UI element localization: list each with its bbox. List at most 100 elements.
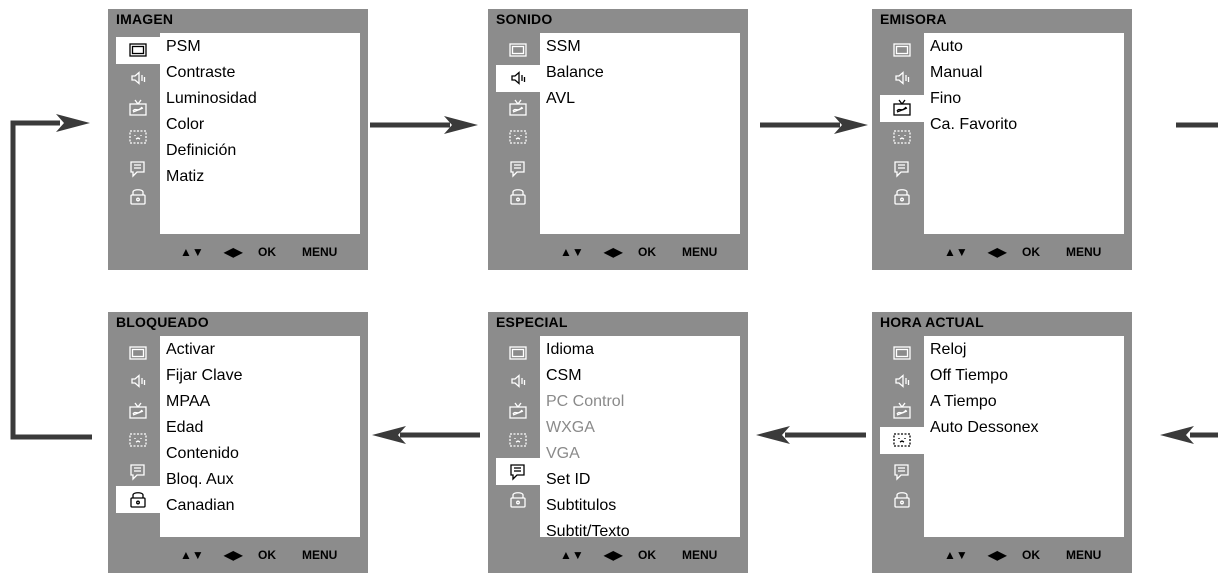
tab-lock[interactable] (116, 183, 160, 210)
tab-speaker[interactable] (880, 368, 924, 395)
tab-speaker[interactable] (116, 65, 160, 92)
tab-picture[interactable] (496, 340, 540, 367)
menu-item[interactable]: AVL (546, 90, 576, 107)
menu-item[interactable]: Subtitulos (546, 497, 617, 514)
tab-clock-screen[interactable] (116, 124, 160, 151)
menu-item[interactable]: Edad (166, 419, 204, 436)
tab-clock-screen[interactable] (116, 427, 160, 454)
menu-hint: MENU (682, 245, 718, 259)
menu-item[interactable]: Matiz (166, 168, 205, 185)
nav-leftright-hint: ◀▶ (988, 548, 1007, 562)
menu-item[interactable]: Fijar Clave (166, 367, 243, 384)
nav-updown-hint: ▲▼ (944, 548, 968, 562)
nav-updown-hint: ▲▼ (560, 548, 584, 562)
menu-hint: MENU (302, 245, 338, 259)
arrow-bloqueado-to-imagen (10, 120, 92, 440)
menu-item[interactable]: SSM (546, 38, 581, 55)
speaker-icon (131, 71, 146, 85)
menu-title: HORA ACTUAL (880, 314, 984, 330)
arrowhead (756, 426, 790, 444)
menu-item[interactable]: Set ID (546, 471, 591, 488)
tab-caption[interactable] (116, 458, 160, 485)
menu-item[interactable]: PC Control (546, 393, 625, 410)
menu-title: EMISORA (880, 11, 947, 27)
tab-picture[interactable] (880, 37, 924, 64)
tab-picture[interactable] (880, 340, 924, 367)
tab-tv-antenna[interactable] (496, 398, 540, 425)
menu-sidebar (116, 336, 160, 544)
tab-speaker[interactable] (116, 368, 160, 395)
tab-picture[interactable] (496, 37, 540, 64)
tab-caption[interactable] (496, 155, 540, 182)
speaker-icon (895, 374, 910, 388)
menu-item[interactable]: Subtit/Texto (546, 523, 630, 540)
tab-tv-antenna[interactable] (496, 95, 540, 122)
menu-title: IMAGEN (116, 11, 174, 27)
tab-caption[interactable] (496, 458, 540, 485)
tab-clock-screen[interactable] (880, 427, 924, 454)
tab-speaker[interactable] (496, 368, 540, 395)
menu-item[interactable]: Balance (546, 64, 604, 81)
caption-icon (894, 464, 909, 481)
menu-item[interactable]: CSM (546, 367, 582, 384)
tab-lock[interactable] (496, 183, 540, 210)
tab-clock-screen[interactable] (496, 427, 540, 454)
tab-speaker[interactable] (496, 65, 540, 92)
menu-item[interactable]: Idioma (546, 341, 595, 358)
menu-item[interactable]: Auto (930, 38, 963, 55)
tab-caption[interactable] (880, 155, 924, 182)
menu-item[interactable]: Manual (930, 64, 983, 81)
tab-tv-antenna[interactable] (116, 95, 160, 122)
tab-lock[interactable] (880, 183, 924, 210)
menu-item[interactable]: Color (166, 116, 205, 133)
tab-lock[interactable] (116, 486, 160, 513)
menu-item[interactable]: Activar (166, 341, 215, 358)
tv-antenna-icon (129, 402, 147, 419)
nav-updown-hint: ▲▼ (180, 548, 204, 562)
tab-lock[interactable] (880, 486, 924, 513)
menu-item[interactable]: Contenido (166, 445, 239, 462)
menu-hint: MENU (1066, 548, 1102, 562)
tab-clock-screen[interactable] (880, 124, 924, 151)
menu-item[interactable]: Auto Dessonex (930, 419, 1039, 436)
menu-item[interactable]: MPAA (166, 393, 211, 410)
tab-picture[interactable] (116, 340, 160, 367)
tab-picture[interactable] (116, 37, 160, 64)
menu-item[interactable]: WXGA (546, 419, 595, 436)
menu-item[interactable]: A Tiempo (930, 393, 997, 410)
picture-icon (129, 346, 147, 360)
menu-item[interactable]: Fino (930, 90, 962, 107)
ok-hint: OK (1022, 245, 1040, 259)
tv-antenna-icon (509, 99, 527, 116)
speaker-icon (511, 374, 526, 388)
tab-clock-screen[interactable] (496, 124, 540, 151)
menu-item[interactable]: Definición (166, 142, 237, 159)
menu-title: BLOQUEADO (116, 314, 209, 330)
tab-tv-antenna[interactable] (880, 95, 924, 122)
tab-lock[interactable] (496, 486, 540, 513)
menu-item[interactable]: Off Tiempo (930, 367, 1008, 384)
clock-screen-icon (893, 130, 911, 144)
tab-speaker[interactable] (880, 65, 924, 92)
menu-item[interactable]: Reloj (930, 341, 967, 358)
arrowhead (1160, 426, 1194, 444)
menu-item[interactable]: VGA (546, 445, 580, 462)
menu-item[interactable]: Bloq. Aux (166, 471, 234, 488)
tab-caption[interactable] (880, 458, 924, 485)
menu-item[interactable]: Luminosidad (166, 90, 257, 107)
menu-item[interactable]: Contraste (166, 64, 236, 81)
menu-item[interactable]: Canadian (166, 497, 235, 514)
tab-caption[interactable] (116, 155, 160, 182)
picture-icon (893, 346, 911, 360)
tab-tv-antenna[interactable] (116, 398, 160, 425)
menu-item[interactable]: Ca. Favorito (930, 116, 1018, 133)
lock-icon (130, 189, 146, 205)
tab-tv-antenna[interactable] (880, 398, 924, 425)
menu-item[interactable]: PSM (166, 38, 201, 55)
